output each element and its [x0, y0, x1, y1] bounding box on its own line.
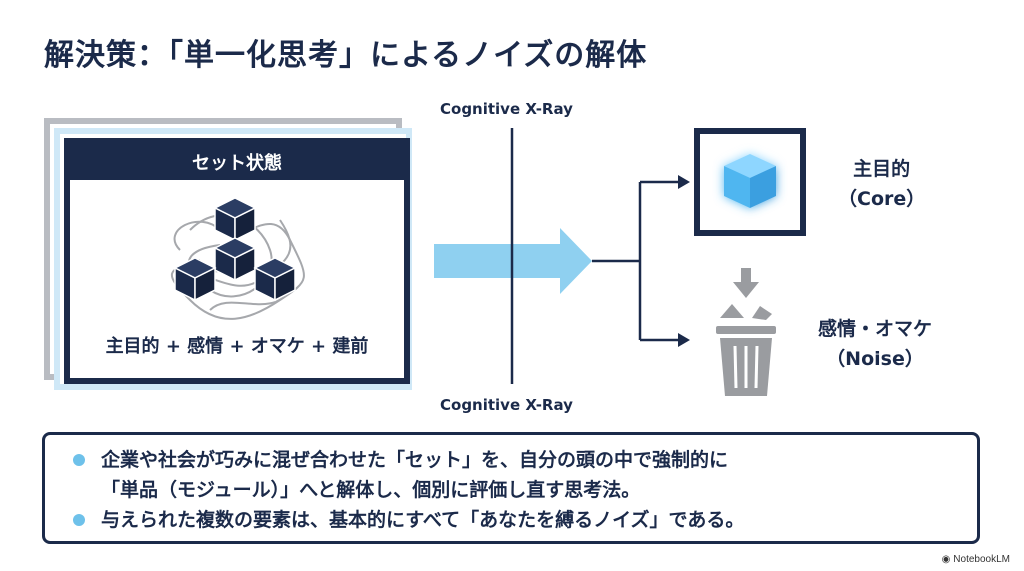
- xray-label-bottom: Cognitive X-Ray: [440, 396, 573, 414]
- core-label-line2: （Core）: [838, 188, 926, 210]
- notebooklm-badge: ◉ NotebookLM: [942, 554, 1010, 565]
- set-formula: 主目的 + 感情 + オマケ + 建前: [105, 336, 369, 357]
- glowing-cube-icon: [724, 154, 776, 208]
- noise-label: 感情・オマケ （Noise）: [818, 314, 932, 374]
- bullet-dot-icon: [73, 454, 85, 466]
- core-label: 主目的 （Core）: [838, 154, 925, 214]
- core-arrow-head: [678, 175, 690, 189]
- bullet-1-line-1: 企業や社会が巧みに混ぜ合わせた「セット」を、自分の頭の中で強制的に: [101, 449, 729, 471]
- down-arrow-icon: [733, 268, 759, 298]
- page-title: 解決策：「単一化思考」によるノイズの解体: [44, 38, 648, 73]
- bullet-dot-icon: [73, 514, 85, 526]
- xray-label-top: Cognitive X-Ray: [440, 100, 573, 118]
- set-state-header: セット状態: [70, 144, 404, 180]
- explanation-box: 企業や社会が巧みに混ぜ合わせた「セット」を、自分の頭の中で強制的に 「単品（モジ…: [42, 432, 980, 544]
- core-box: [694, 128, 806, 236]
- notebook-icon: ◉: [941, 554, 951, 565]
- set-state-card: セット状態 主目的 + 感情: [64, 138, 410, 384]
- bullet-1-line-2: 「単品（モジュール）」へと解体し、個別に評価し直す思考法。: [101, 479, 641, 501]
- noise-label-line1: 感情・オマケ: [818, 318, 933, 340]
- core-label-line1: 主目的: [853, 158, 911, 180]
- badge-label: NotebookLM: [953, 554, 1010, 565]
- cube-cluster-icon: [170, 197, 305, 320]
- bullet-item-1: 企業や社会が巧みに混ぜ合わせた「セット」を、自分の頭の中で強制的に 「単品（モジ…: [73, 445, 977, 505]
- bullet-2-text: 与えられた複数の要素は、基本的にすべて「あなたを縛るノイズ」である。: [101, 509, 745, 531]
- noise-label-line2: （Noise）: [826, 348, 924, 370]
- noise-arrow-head: [678, 333, 690, 347]
- bullet-item-2: 与えられた複数の要素は、基本的にすべて「あなたを縛るノイズ」である。: [73, 505, 977, 535]
